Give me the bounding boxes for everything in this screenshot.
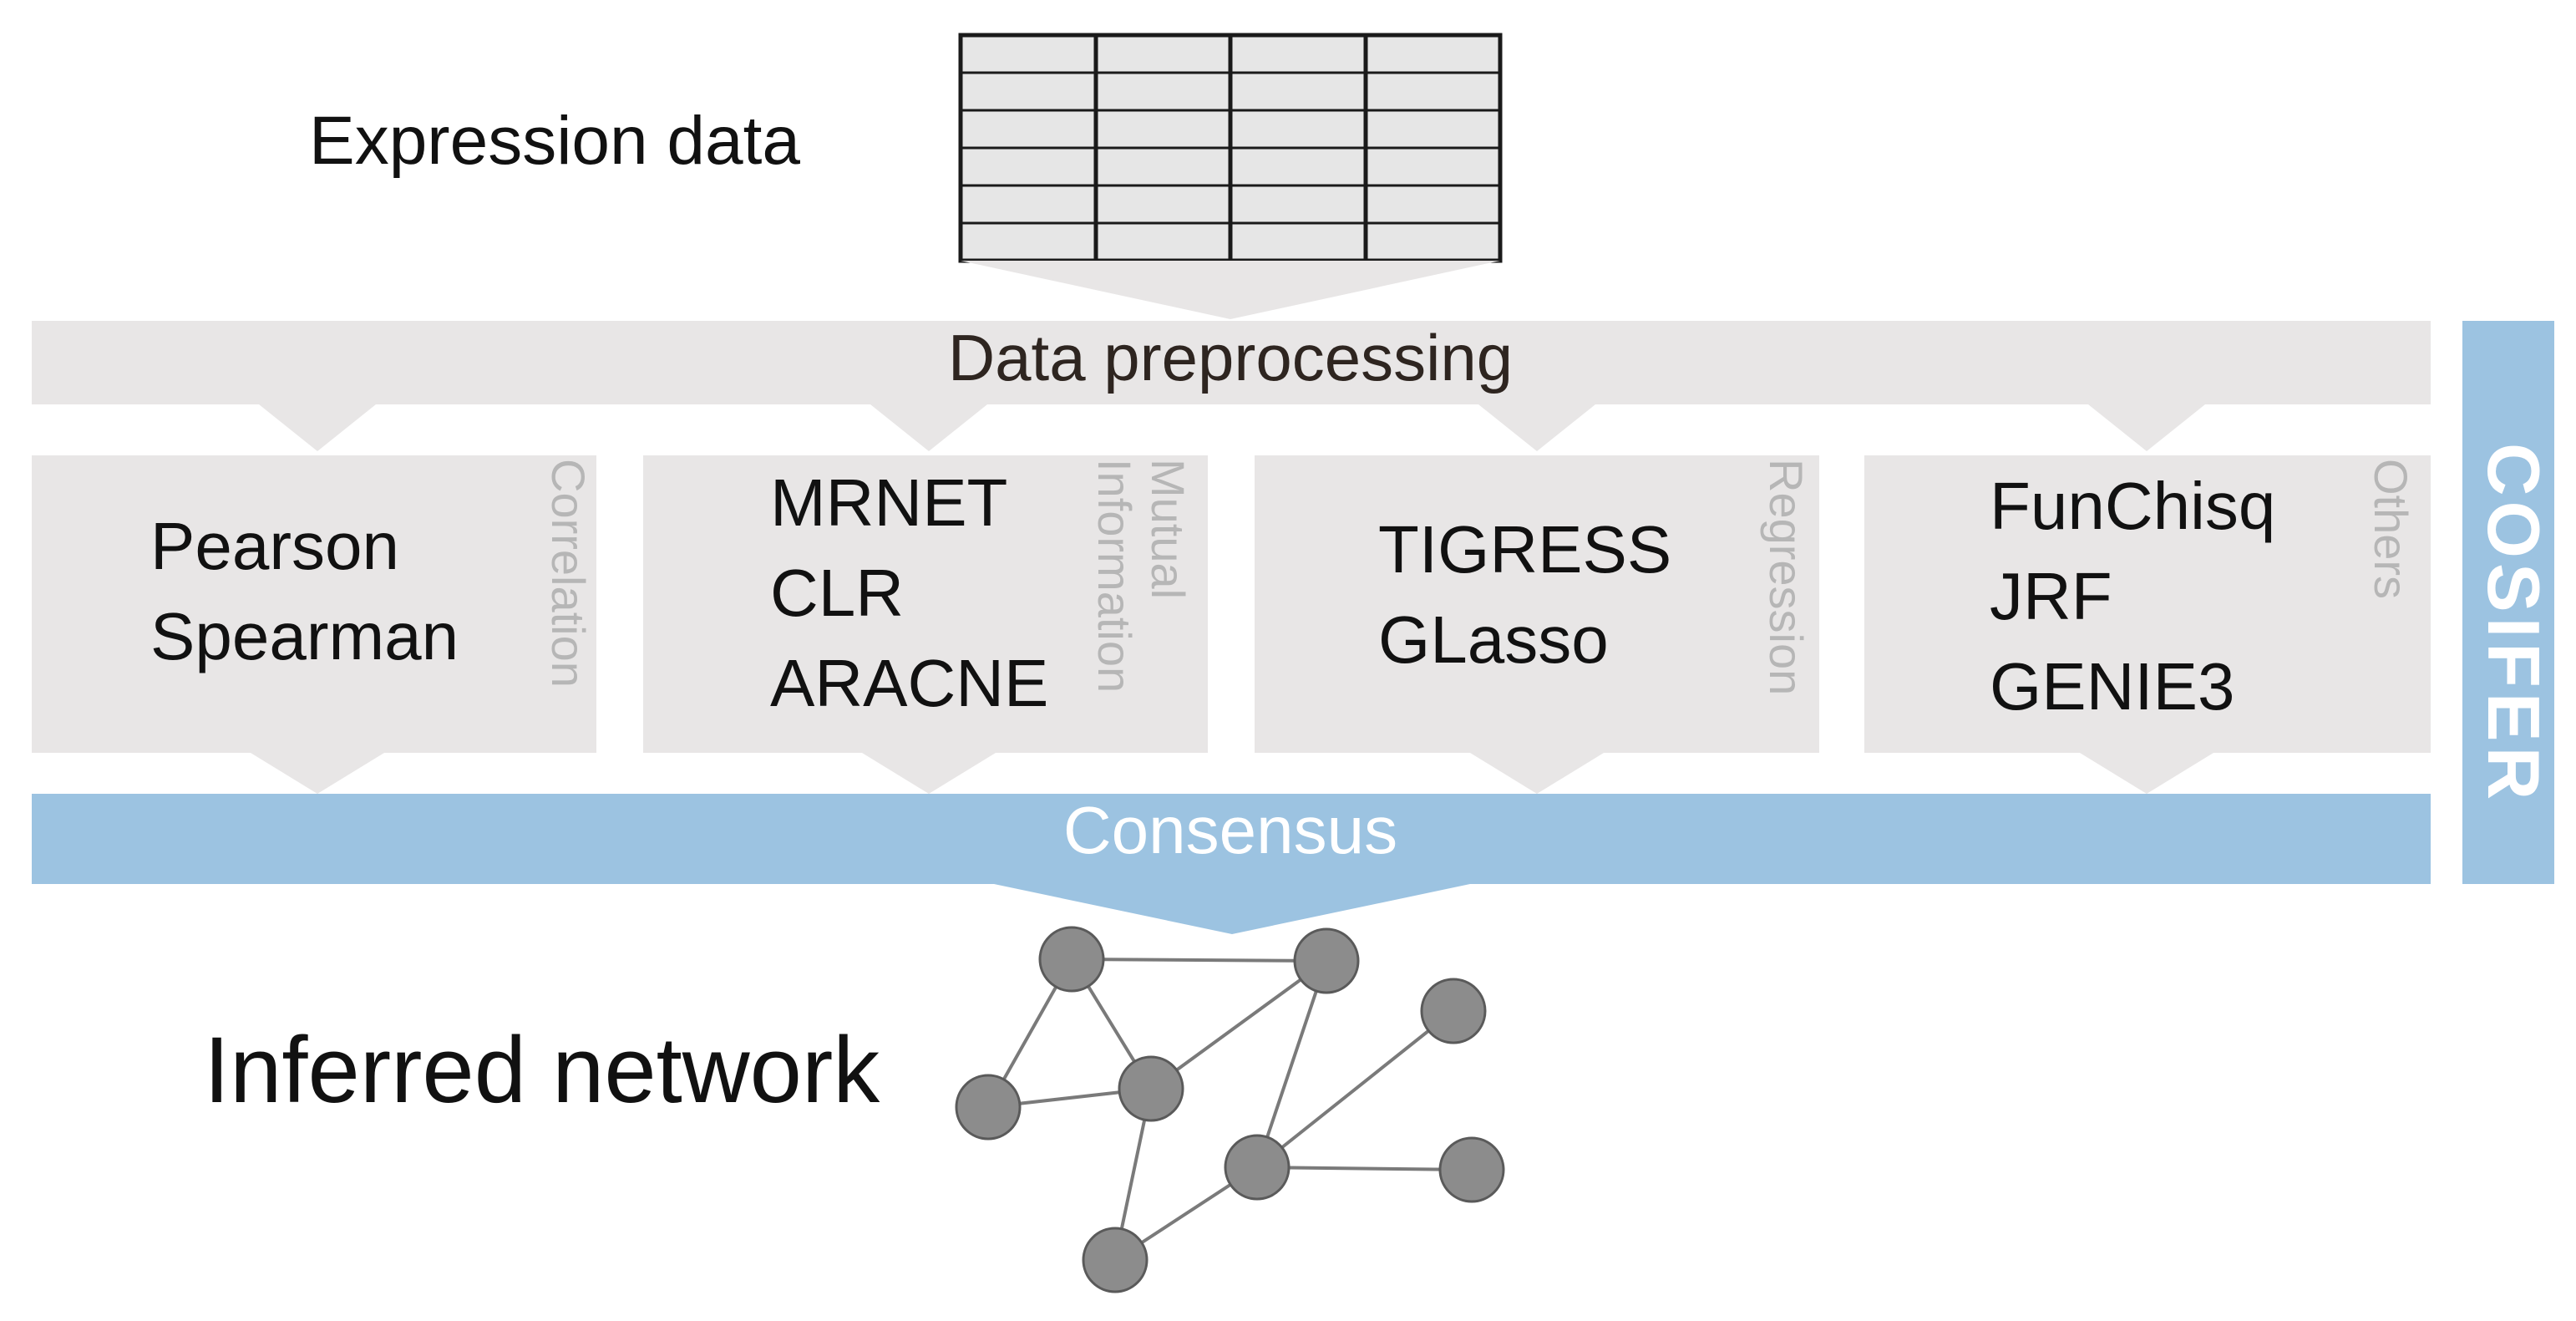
mutual-information-panel xyxy=(643,455,1208,753)
method-glasso: GLasso xyxy=(1378,602,1609,677)
network-node xyxy=(1038,926,1105,993)
network-node xyxy=(1438,1136,1505,1203)
regression-panel xyxy=(1255,455,1819,753)
preprocessing-arrow-2 xyxy=(870,404,987,451)
preprocessing-arrow-3 xyxy=(1478,404,1595,451)
category-others-label: Others xyxy=(2365,459,2417,600)
correlation-panel xyxy=(32,455,596,753)
preprocessing-arrow-1 xyxy=(259,404,376,451)
method-funchisq: FunChisq xyxy=(1990,469,2276,543)
data-preprocessing-label: Data preprocessing xyxy=(947,321,1514,394)
category-mutual-label-line1: Mutual xyxy=(1142,459,1194,600)
cosifer-label: COSIFER xyxy=(2472,443,2555,805)
others-panel xyxy=(1864,455,2431,753)
inferred-network-label: Inferred network xyxy=(204,1018,880,1122)
consensus-bar xyxy=(32,794,2431,884)
regression-methods: TIGRESS GLasso xyxy=(1378,505,1671,685)
panel-arrow-2 xyxy=(862,753,996,794)
cosifer-bar xyxy=(2462,321,2554,884)
panel-arrow-3 xyxy=(1470,753,1604,794)
mutual-information-methods: MRNET CLR ARACNE xyxy=(770,458,1048,729)
network-edge xyxy=(1071,958,1327,963)
method-tigress: TIGRESS xyxy=(1378,512,1672,587)
method-spearman: Spearman xyxy=(150,599,459,673)
consensus-label: Consensus xyxy=(1062,793,1398,867)
network-node xyxy=(1224,1134,1291,1201)
network-node xyxy=(1420,978,1487,1044)
preprocessing-arrow-4 xyxy=(2088,404,2205,451)
method-pearson: Pearson xyxy=(150,509,399,583)
others-methods: FunChisq JRF GENIE3 xyxy=(1990,461,2275,732)
network-node xyxy=(1082,1227,1149,1293)
panel-arrow-1 xyxy=(251,753,384,794)
method-jrf: JRF xyxy=(1990,559,2112,633)
category-mutual-label-line2: Information xyxy=(1088,459,1141,694)
table-arrow xyxy=(961,261,1500,319)
network-node xyxy=(1293,927,1360,994)
expression-data-table xyxy=(958,33,1503,263)
network-edge xyxy=(1255,960,1328,1168)
category-regression-label: Regression xyxy=(1760,459,1813,696)
network-edge xyxy=(1256,1166,1473,1171)
method-mrnet: MRNET xyxy=(770,465,1008,540)
category-correlation-label: Correlation xyxy=(542,459,595,688)
method-clr: CLR xyxy=(770,556,905,630)
network-edge xyxy=(1255,1009,1455,1169)
method-aracne: ARACNE xyxy=(770,646,1049,720)
consensus-arrow xyxy=(994,884,1470,934)
network-edge xyxy=(1149,959,1328,1090)
expression-data-label: Expression data xyxy=(309,103,801,179)
correlation-methods: Pearson Spearman xyxy=(150,501,459,682)
network-node xyxy=(955,1074,1022,1141)
panel-arrow-4 xyxy=(2080,753,2213,794)
network-node xyxy=(1118,1055,1184,1122)
preprocessing-bar xyxy=(32,321,2431,404)
method-genie3: GENIE3 xyxy=(1990,649,2235,724)
inferred-network-graph xyxy=(986,958,1473,1262)
